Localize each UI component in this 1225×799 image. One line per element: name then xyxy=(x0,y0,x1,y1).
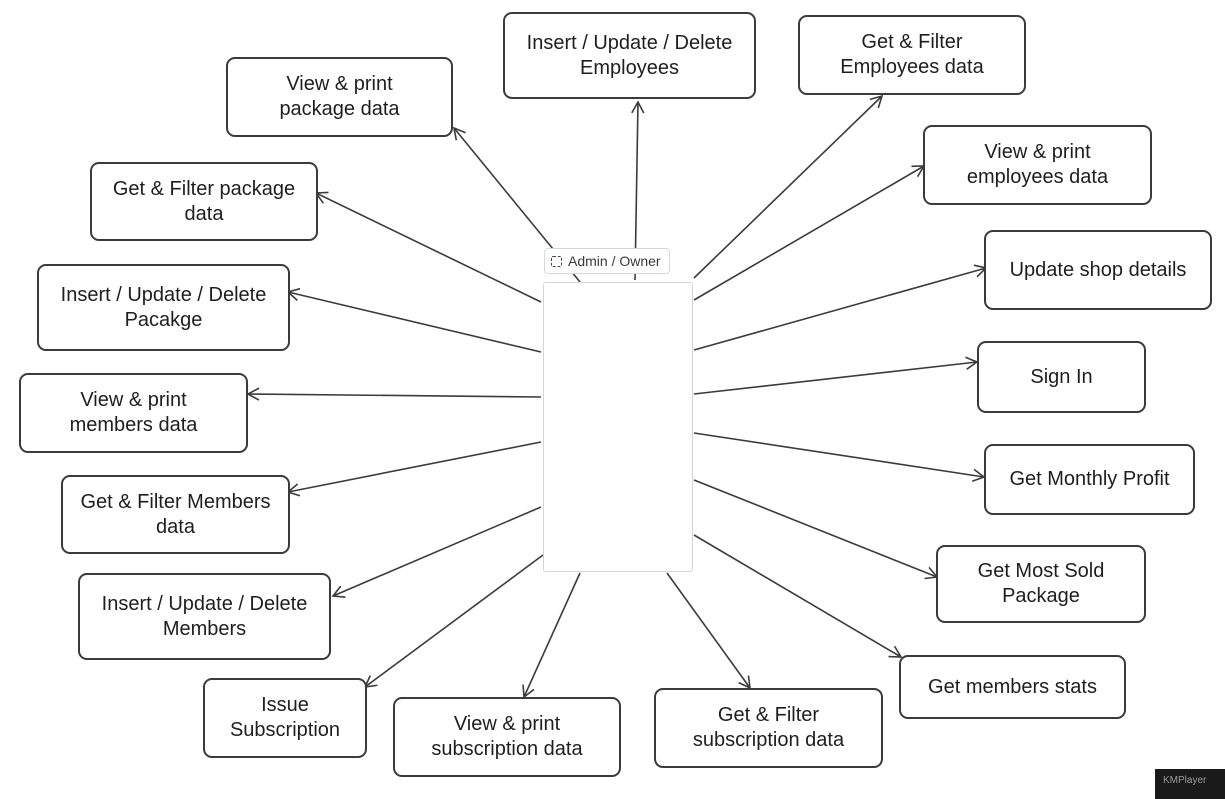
use-case-label: Insert / Update / Delete Members xyxy=(101,592,308,640)
arrow-to-sign-in xyxy=(693,356,979,395)
use-case-view-print-subscription-data[interactable]: View & print subscription data xyxy=(393,697,621,777)
use-case-label: View & print members data xyxy=(69,389,198,436)
use-case-label: Update shop details xyxy=(1009,258,1187,281)
use-case-insert-update-delete-employees[interactable]: Insert / Update / Delete Employees xyxy=(503,12,756,99)
use-case-issue-subscription[interactable]: Issue Subscription xyxy=(203,678,367,758)
watermark-text: KMPlayer xyxy=(1163,775,1207,786)
use-case-view-print-package-data[interactable]: View & print package data xyxy=(226,57,453,137)
use-case-get-filter-members-data[interactable]: Get & Filter Members data xyxy=(61,475,290,554)
arrow-to-get-members-stats xyxy=(693,534,903,658)
association-arrows xyxy=(246,94,988,699)
use-case-label: Issue Subscription xyxy=(229,694,341,741)
arrow-to-get-monthly-profit xyxy=(693,432,986,483)
use-case-label: Insert / Update / Delete Pacakge xyxy=(60,283,267,331)
use-case-get-members-stats[interactable]: Get members stats xyxy=(899,655,1126,719)
use-case-get-most-sold-package[interactable]: Get Most Sold Package xyxy=(936,545,1146,623)
use-case-view-print-members-data[interactable]: View & print members data xyxy=(19,373,248,453)
arrow-to-view-print-members-data xyxy=(246,387,542,401)
arrow-to-get-most-sold-package xyxy=(693,479,939,580)
use-case-label: Insert / Update / Delete Employees xyxy=(526,31,733,79)
arrow-to-view-print-employees-data xyxy=(693,165,926,301)
use-case-view-print-employees-data[interactable]: View & print employees data xyxy=(923,125,1152,205)
actor-label[interactable]: Admin / Owner xyxy=(544,248,670,274)
arrow-to-get-filter-package-data xyxy=(314,191,542,303)
use-case-label: View & print package data xyxy=(279,73,400,120)
arrow-to-insert-update-delete-package xyxy=(286,287,542,353)
actor-label-text: Admin / Owner xyxy=(568,253,661,269)
arrow-to-get-filter-employees-data xyxy=(693,94,884,279)
arrow-to-issue-subscription xyxy=(363,554,544,688)
arrow-to-get-filter-subscription-data xyxy=(666,572,751,690)
use-case-get-filter-package-data[interactable]: Get & Filter package data xyxy=(90,162,318,241)
use-case-label: Get & Filter package data xyxy=(112,177,296,225)
arrow-to-get-filter-members-data xyxy=(286,441,542,497)
use-case-label: Get & Filter Members data xyxy=(80,490,271,538)
use-case-get-filter-subscription-data[interactable]: Get & Filter subscription data xyxy=(654,688,883,768)
kmplayer-watermark: KMPlayer xyxy=(1155,769,1225,799)
use-case-label: Sign In xyxy=(1030,365,1093,388)
use-case-insert-update-delete-package[interactable]: Insert / Update / Delete Pacakge xyxy=(37,264,290,351)
use-case-label: Get Monthly Profit xyxy=(1009,468,1170,490)
frame-icon xyxy=(551,255,562,267)
use-case-label: Get & Filter Employees data xyxy=(840,31,984,78)
arrow-to-insert-update-delete-members xyxy=(331,506,542,598)
use-case-sign-in[interactable]: Sign In xyxy=(977,341,1146,413)
use-case-label: Get members stats xyxy=(928,675,1097,698)
use-case-label: View & print employees data xyxy=(966,141,1109,188)
arrow-to-update-shop-details xyxy=(693,264,988,351)
use-case-get-filter-employees-data[interactable]: Get & Filter Employees data xyxy=(798,15,1026,95)
use-case-label: Get & Filter subscription data xyxy=(692,704,845,751)
use-case-insert-update-delete-members[interactable]: Insert / Update / Delete Members xyxy=(78,573,331,660)
arrow-to-view-print-subscription-data xyxy=(522,572,581,699)
use-case-get-monthly-profit[interactable]: Get Monthly Profit xyxy=(984,444,1195,515)
use-case-label: Get Most Sold Package xyxy=(977,560,1105,607)
use-case-label: View & print subscription data xyxy=(431,713,583,760)
actor-frame[interactable] xyxy=(543,282,693,572)
use-case-update-shop-details[interactable]: Update shop details xyxy=(984,230,1212,310)
